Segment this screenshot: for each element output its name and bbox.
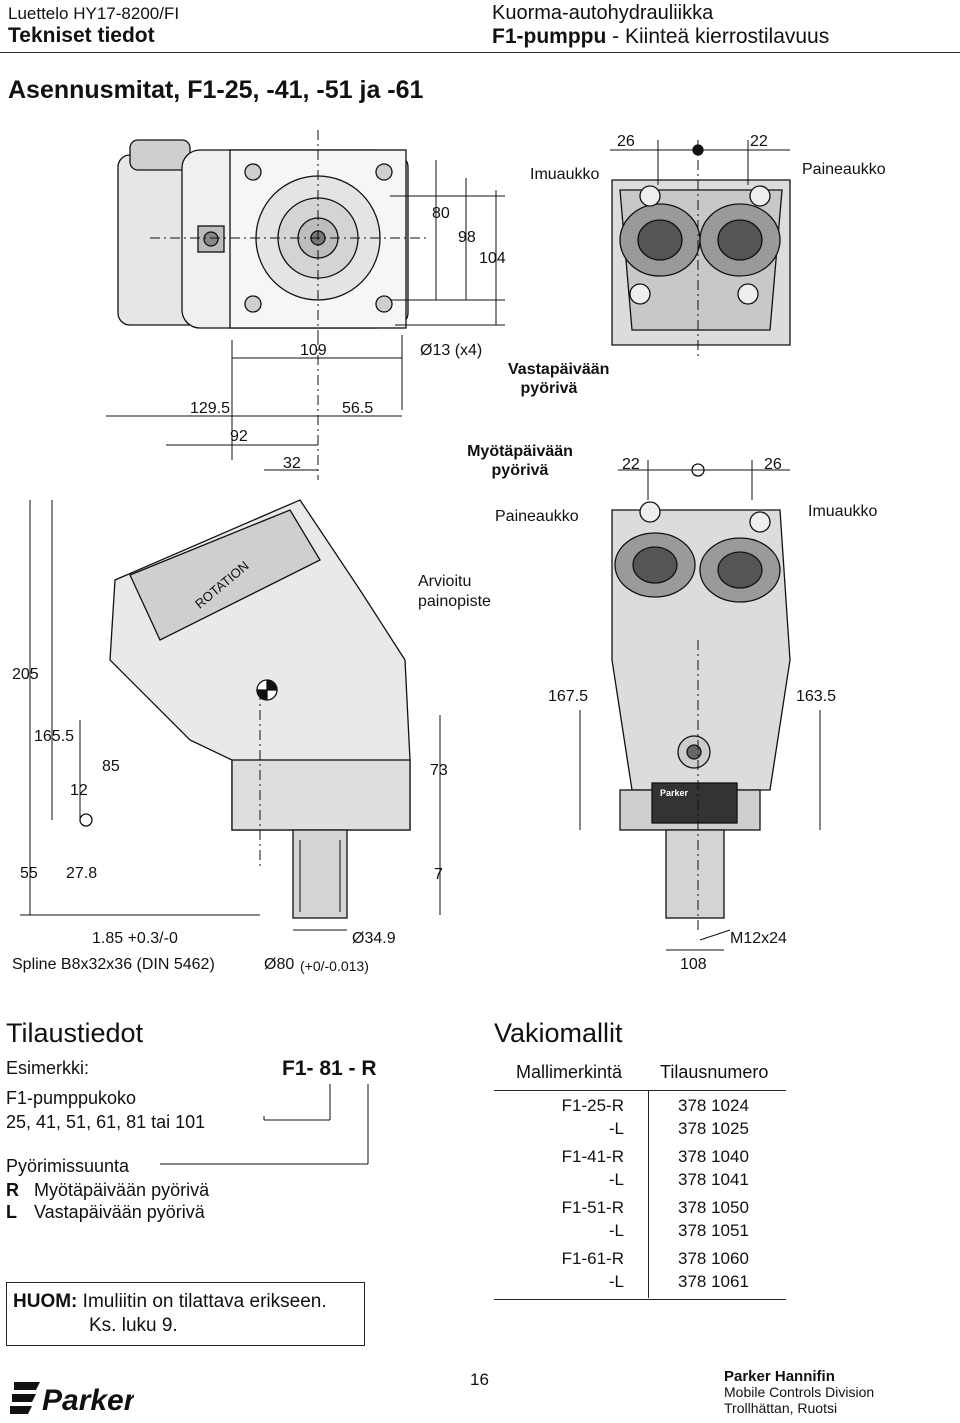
company-name: Parker Hannifin: [724, 1368, 835, 1385]
parker-logo-text: Parker: [42, 1384, 134, 1417]
dim-98: 98: [458, 229, 476, 246]
pump-size-label: F1-pumppukoko: [6, 1088, 137, 1108]
note-box: HUOM: Imuliitin on tilattava erikseen. K…: [6, 1282, 365, 1346]
ordering-title: Tilaustiedot: [6, 1018, 144, 1048]
category-title: Kuorma-autohydrauliikka: [492, 2, 714, 24]
dim-80-square: 80: [432, 205, 450, 222]
port-view-top: [610, 140, 791, 500]
dim-109: 109: [300, 342, 327, 359]
example-label: Esimerkki:: [6, 1058, 90, 1078]
product-title: F1-pumppu - Kiinteä kierrostilavuus: [492, 25, 829, 49]
product-name: F1-pumppu: [492, 25, 607, 48]
dim-85: 85: [102, 758, 120, 775]
note-label: HUOM:: [13, 1291, 78, 1312]
dim-26: 26: [617, 133, 635, 150]
table-divider: [648, 1090, 649, 1298]
note-line-2: Ks. luku 9.: [89, 1315, 178, 1336]
pump-size-list: 25, 41, 51, 61, 81 tai 101: [6, 1112, 206, 1132]
rotation-r-text: Myötäpäivään pyörivä: [34, 1180, 210, 1200]
models-table: [494, 1090, 786, 1300]
page-title: Asennusmitat, F1-25, -41, -51 ja -61: [8, 76, 424, 104]
dim-129-5: 129.5: [190, 400, 231, 417]
suction-port-label-side: Imuaukko: [808, 503, 878, 520]
table-cell-order-number: 378 1040: [678, 1147, 749, 1166]
dim-205: 205: [12, 666, 39, 683]
dim-92: 92: [230, 428, 248, 445]
company-city: Trollhättan, Ruotsi: [724, 1400, 838, 1416]
spline-spec: Spline B8x32x36 (DIN 5462): [12, 956, 215, 973]
col-header-model: Mallimerkintä: [516, 1062, 623, 1082]
dim-22-lower: 22: [622, 456, 640, 473]
dim-34-9: Ø34.9: [352, 930, 396, 947]
dim-165-5: 165.5: [34, 728, 75, 745]
dim-55: 55: [20, 865, 38, 882]
dim-7: 7: [434, 866, 443, 883]
header-rule: [0, 52, 960, 53]
dim-80: Ø80: [264, 956, 295, 973]
product-subtitle: - Kiinteä kierrostilavuus: [606, 25, 830, 48]
dim-167-5: 167.5: [548, 688, 589, 705]
table-cell-model: F1-41-R: [561, 1147, 624, 1166]
division-name: Mobile Controls Division: [724, 1384, 875, 1400]
parker-plate-text: Parker: [660, 788, 689, 798]
dim-tolerance: 1.85 +0.3/-0: [92, 930, 178, 947]
rotation-heading: Pyörimissuunta: [6, 1156, 130, 1176]
dim-73: 73: [430, 762, 448, 779]
col-header-order: Tilausnumero: [660, 1062, 769, 1082]
dim-holes: Ø13 (x4): [420, 342, 483, 359]
section-title: Tekniset tiedot: [8, 24, 155, 47]
dim-108: 108: [680, 956, 707, 973]
dim-26-lower: 26: [764, 456, 782, 473]
table-cell-order-number: 378 1024: [678, 1096, 749, 1115]
table-cell-order-number: 378 1050: [678, 1198, 749, 1217]
port-view-side: Parker: [579, 501, 821, 951]
dim-12: 12: [70, 782, 88, 799]
table-cell-order-number: 378 1051: [678, 1221, 749, 1240]
table-cell-model: -L: [608, 1221, 624, 1240]
installation-drawing: Parker: [20, 130, 821, 951]
table-cell-order-number: 378 1060: [678, 1249, 749, 1268]
table-cell-model: F1-25-R: [561, 1096, 624, 1115]
table-cell-model: F1-61-R: [561, 1249, 624, 1268]
standard-models-title: Vakiomallit: [494, 1018, 623, 1048]
note-line-1: HUOM: Imuliitin on tilattava erikseen.: [13, 1291, 327, 1313]
rotation-l-text: Vastapäivään pyörivä: [34, 1202, 205, 1222]
table-cell-order-number: 378 1061: [678, 1272, 749, 1291]
pressure-port-label-side: Paineaukko: [495, 508, 579, 525]
table-cell-order-number: 378 1041: [678, 1170, 749, 1189]
table-cell-model: F1-51-R: [561, 1198, 624, 1217]
table-cell-model: -L: [608, 1119, 624, 1138]
code-leader-lines: [160, 1084, 369, 1165]
dim-80-tolerance: (+0/-0.013): [300, 958, 369, 974]
ccw-label: Vastapäivään pyörivä: [508, 361, 610, 397]
rotation-l-code: L: [6, 1202, 17, 1222]
page-number: 16: [470, 1370, 489, 1389]
side-view: [20, 499, 441, 931]
rotation-r-code: R: [6, 1180, 19, 1200]
pressure-port-label: Paineaukko: [802, 161, 886, 178]
table-cell-order-number: 378 1025: [678, 1119, 749, 1138]
catalog-number: Luettelo HY17-8200/FI: [8, 4, 180, 23]
dim-56-5: 56.5: [342, 400, 374, 417]
center-of-gravity-label: Arvioitu painopiste: [418, 573, 491, 610]
front-view: [106, 130, 505, 480]
example-code: F1- 81 - R: [282, 1057, 377, 1080]
note-text: Imuliitin on tilattava erikseen.: [77, 1291, 327, 1312]
cw-label: Myötäpäivään pyörivä: [467, 443, 573, 479]
dim-163-5: 163.5: [796, 688, 837, 705]
dim-104: 104: [479, 250, 506, 267]
table-cell-model: -L: [608, 1170, 624, 1189]
suction-port-label: Imuaukko: [530, 166, 600, 183]
parker-logo: Parker: [10, 1374, 134, 1418]
dim-22: 22: [750, 133, 768, 150]
thread-m12: M12x24: [730, 930, 787, 947]
dim-32: 32: [283, 455, 301, 472]
dim-27-8: 27.8: [66, 865, 98, 882]
table-cell-model: -L: [608, 1272, 624, 1291]
